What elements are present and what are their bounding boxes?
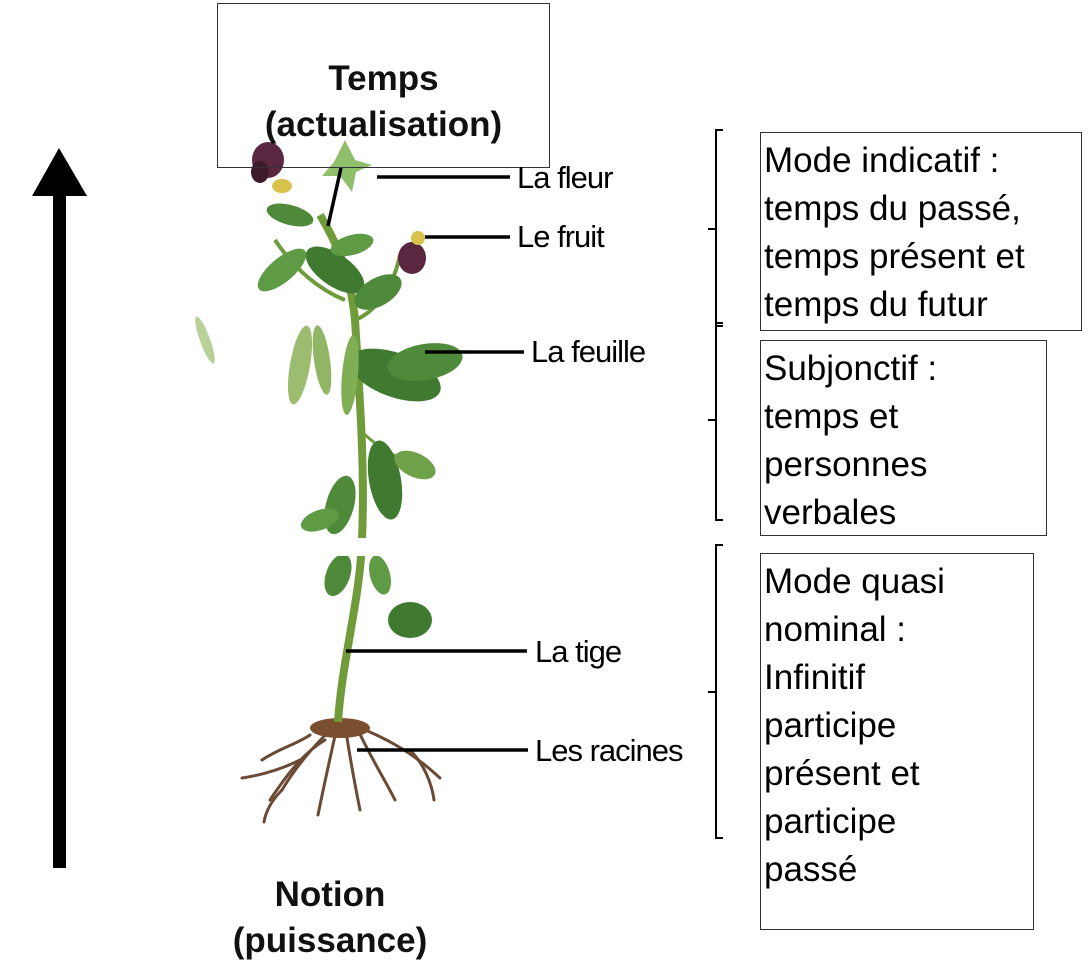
mode-indicatif-box: Mode indicatif : temps du passé, temps p… [760, 132, 1082, 331]
label-fruit: Le fruit [517, 219, 605, 254]
bottom-title-line2: (puissance) [232, 921, 428, 960]
braces [708, 129, 723, 839]
leaves-drawing [195, 203, 463, 638]
fruit-drawing [398, 231, 426, 274]
subjonctif-box: Subjonctif : temps et personnes verbales [760, 340, 1047, 536]
top-title-line1: Temps [328, 59, 439, 98]
leader-lines [326, 167, 528, 752]
bottom-title-line1: Notion [274, 875, 386, 914]
flower-drawing [251, 140, 372, 193]
vertical-arrow [32, 148, 87, 868]
label-flower: La fleur [517, 160, 613, 195]
roots-drawing [240, 720, 442, 824]
label-leaf: La feuille [531, 334, 646, 369]
top-title-line2: (actualisation) [264, 105, 503, 144]
brace-quasi-nominal [708, 544, 723, 839]
brace-subjonctif [708, 322, 723, 521]
flower-pointer-line [326, 167, 343, 227]
label-roots: Les racines [535, 733, 684, 768]
mode-quasi-nominal-box: Mode quasi nominal : Infinitif participe… [760, 553, 1034, 930]
plant-illustration [195, 140, 463, 824]
brace-indicatif [708, 129, 723, 327]
bottom-title: Notion (puissance) [215, 872, 445, 964]
label-stem: La tige [535, 634, 622, 669]
top-title-box: Temps (actualisation) [217, 3, 550, 168]
